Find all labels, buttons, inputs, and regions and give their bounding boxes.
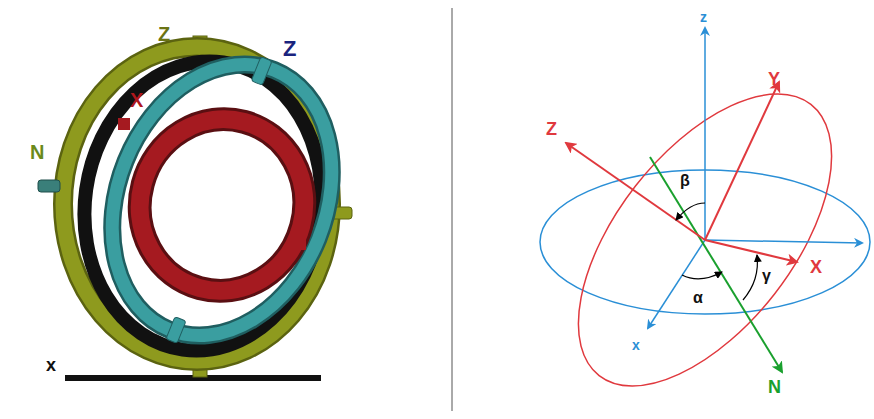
axis-label: x [632,338,640,352]
axis-label: X [810,258,822,276]
axis-label: Y [768,70,780,88]
ring-axis-label: Z [158,24,170,44]
ring-axis-label: X [130,90,143,110]
axis-label: z [700,10,707,24]
ring-axis-label: Z [283,38,296,60]
base-axis-label: x [46,356,56,374]
angle-label: α [693,290,703,306]
angle-label: β [680,173,690,189]
ring-axis-label: N [30,142,44,162]
angle-label: γ [762,268,771,284]
axis-label: N [768,378,781,396]
axis-label: Z [546,120,557,138]
